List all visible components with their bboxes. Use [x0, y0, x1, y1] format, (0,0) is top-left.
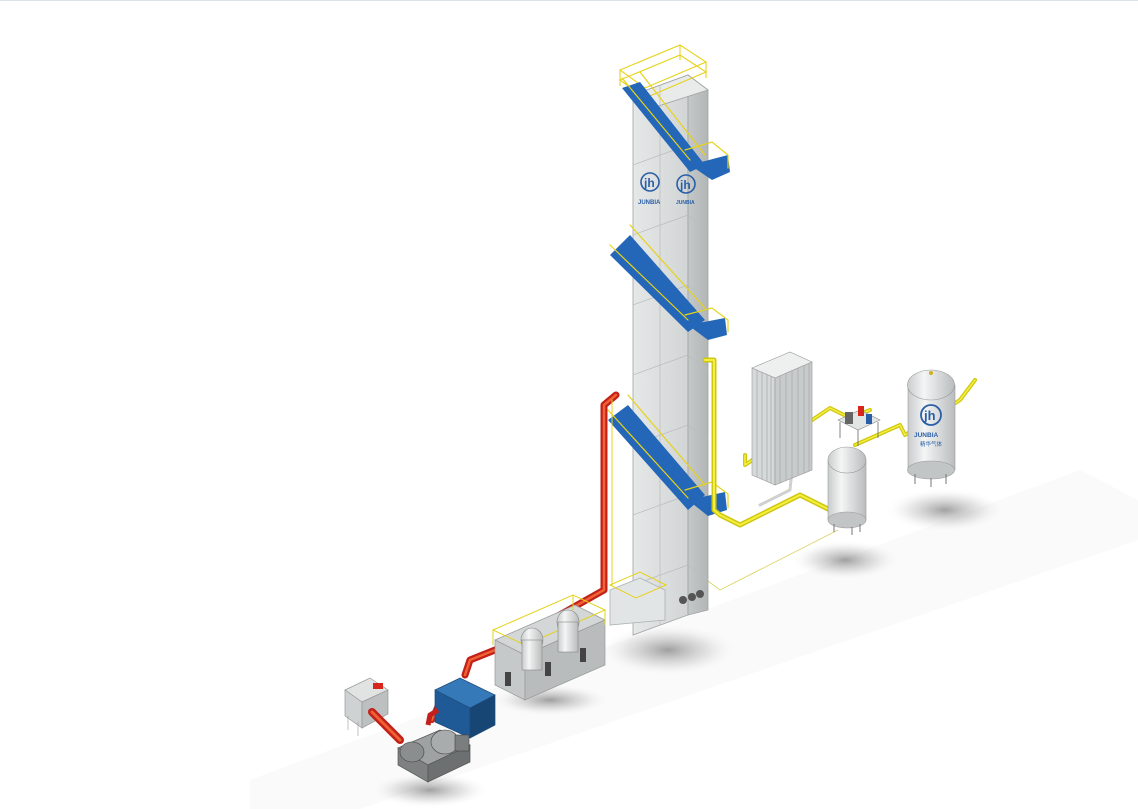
svg-text:jh: jh [679, 178, 691, 192]
blue-compressor-unit [425, 677, 496, 739]
storage-tank: jh JUNBIA 精华气体 [907, 369, 956, 487]
column-shadow [598, 624, 738, 676]
ambient-vaporizer [751, 351, 813, 486]
compressor-shadow [370, 772, 490, 808]
tank-logo: jh JUNBIA 精华气体 [914, 404, 943, 448]
logo-brand-left: JUNBIA [638, 200, 661, 206]
purification-skid [491, 594, 607, 701]
staircases [607, 71, 730, 516]
base-valves [679, 590, 704, 604]
jh-monogram-logo-left: jh JUNBIA [638, 172, 661, 206]
large-tank-shadow [885, 488, 1005, 532]
jh-monogram-logo-right: jh JUNBIA [676, 174, 696, 206]
svg-text:jh: jh [643, 176, 655, 190]
air-filter-house [344, 677, 404, 744]
svg-text:jh: jh [923, 408, 936, 423]
tank-logo-brand: JUNBIA [914, 432, 939, 439]
main-air-compressor [397, 729, 471, 783]
tank-logo-subtitle: 精华气体 [920, 440, 943, 448]
top-border-line [0, 0, 1138, 1]
buffer-tank [827, 446, 867, 535]
logo-brand-right: JUNBIA [676, 200, 695, 206]
valve-skid [837, 406, 881, 446]
tank-shadow [790, 540, 900, 580]
